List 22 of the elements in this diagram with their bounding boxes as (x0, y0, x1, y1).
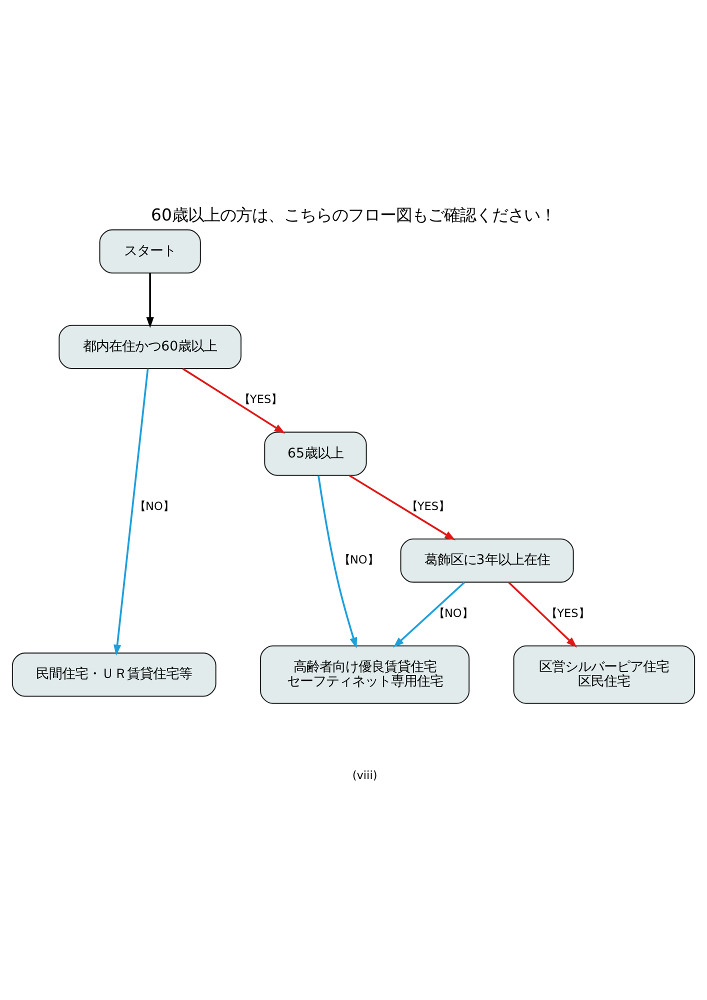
diagram-title: 60歳以上の方は、こちらのフロー図もご確認ください！ (151, 205, 556, 224)
node-box: 65歳以上 (264, 432, 367, 476)
arrow (114, 368, 149, 656)
arrow (182, 368, 286, 434)
node-box: 葛飾区に3年以上在住 (400, 538, 574, 583)
edge-label: 【YES】 (238, 393, 282, 406)
arrow (508, 582, 578, 648)
node-box: 高齢者向け優良賃貸住宅 セーフティネット専用住宅 (260, 645, 470, 704)
arrow (318, 476, 358, 648)
edge-label: 【YES】 (406, 500, 450, 514)
edge-label: 【NO】 (433, 606, 473, 620)
node-box: 区営シルバーピア住宅 区民住宅 (513, 645, 696, 704)
edge-label: 【YES】 (546, 606, 590, 620)
node-box: 都内在住かつ60歳以上 (58, 324, 242, 370)
label: (viii) (352, 769, 378, 782)
edge-label: 【NO】 (134, 500, 174, 514)
arrow (393, 582, 465, 648)
node-box: 民間住宅・ＵＲ賃貸住宅等 (12, 652, 216, 697)
arrow (146, 273, 154, 328)
edge-label: 【NO】 (338, 553, 378, 566)
arrow (348, 474, 456, 540)
node-box: スタート (99, 229, 201, 274)
